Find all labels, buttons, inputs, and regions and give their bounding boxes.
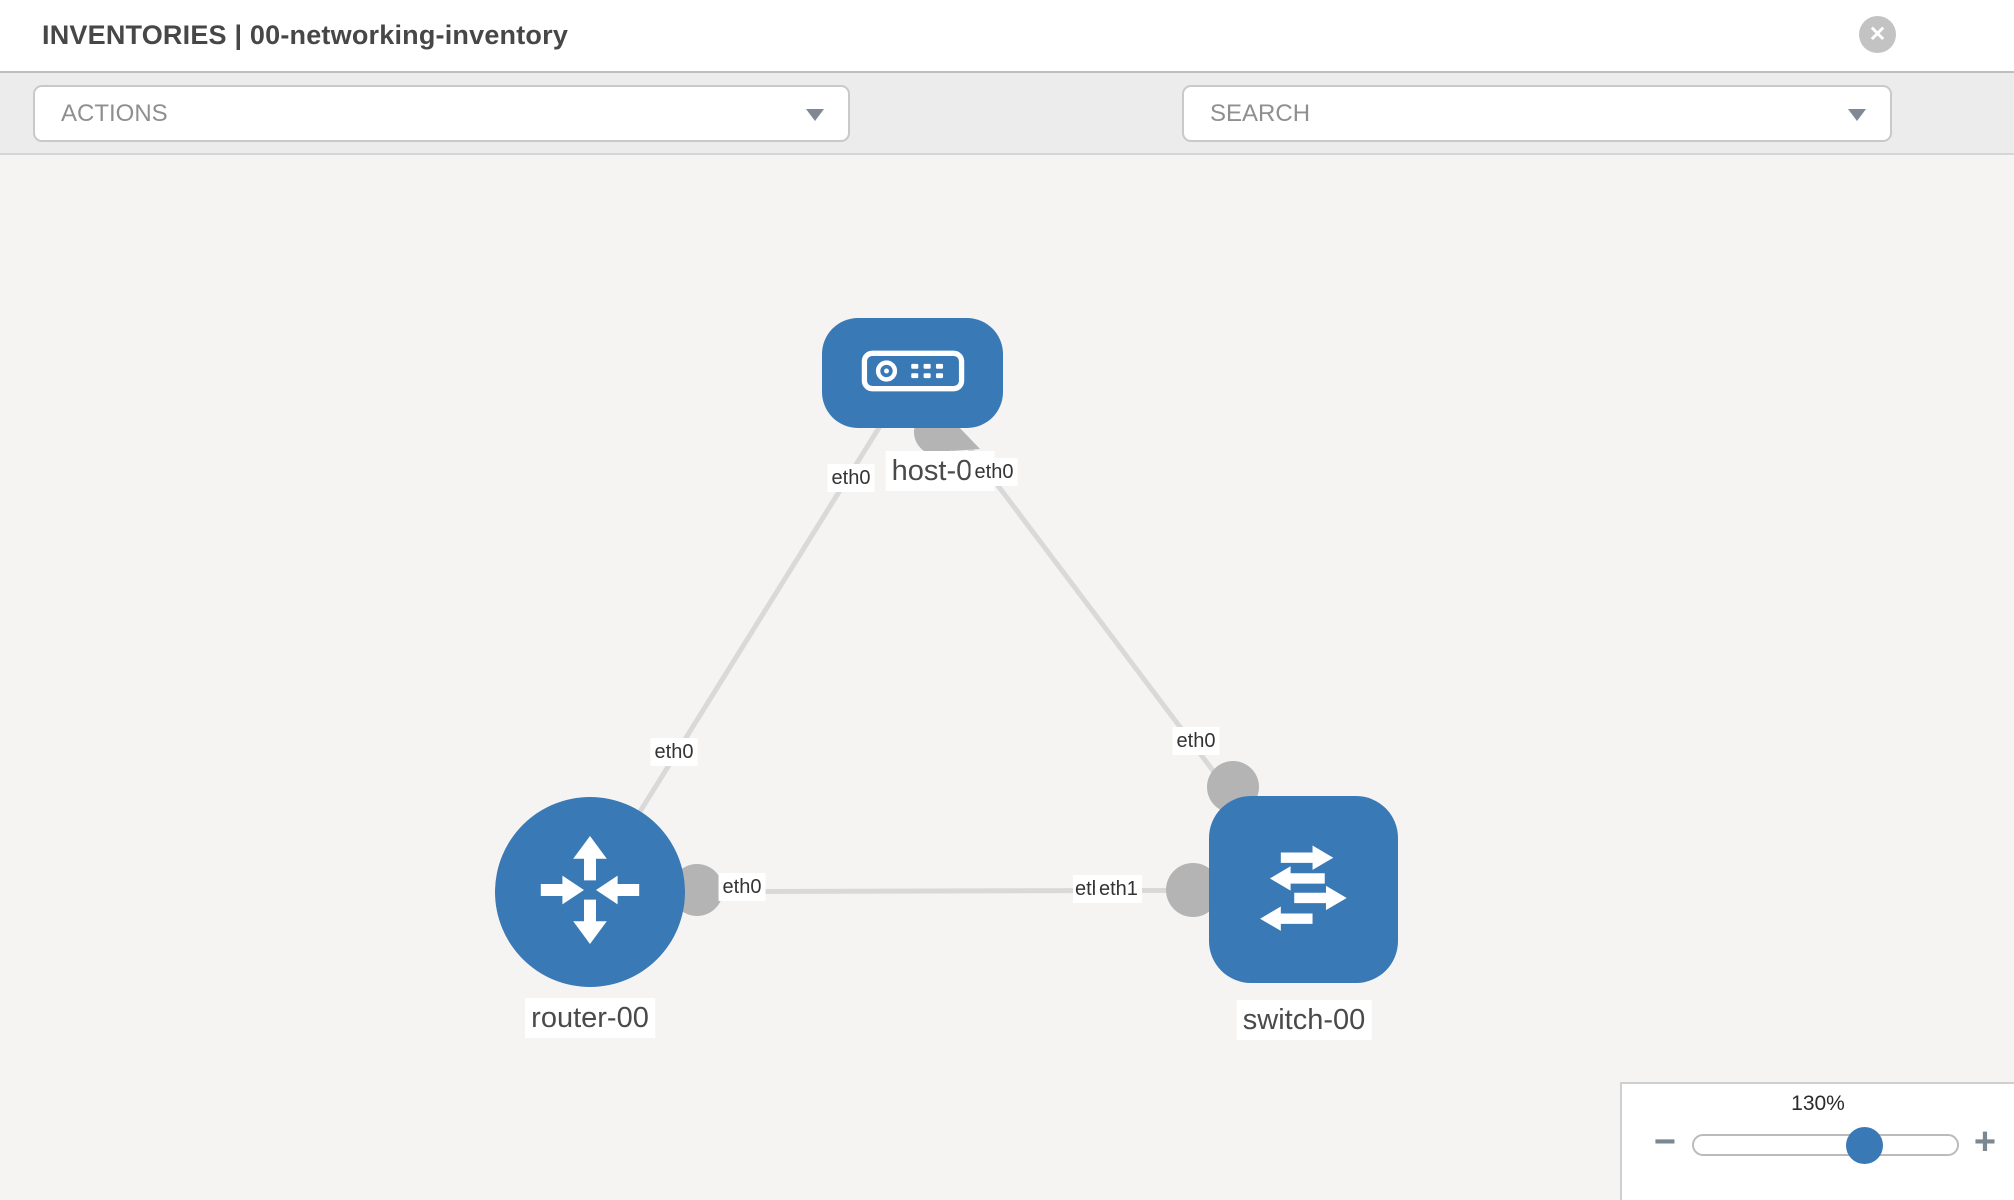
interface-label-switch-left-front: eth1: [1095, 875, 1142, 903]
actions-dropdown[interactable]: ACTIONS: [33, 85, 850, 142]
search-placeholder: SEARCH: [1210, 99, 1311, 127]
switch-icon: [1243, 826, 1365, 953]
node-router-00[interactable]: [495, 797, 685, 987]
title-bar: INVENTORIES | 00-networking-inventory ✕: [0, 0, 2014, 71]
node-host-00[interactable]: [822, 318, 1003, 428]
toolbar: ACTIONS SEARCH: [0, 71, 2014, 200]
link-host-router: [587, 371, 916, 894]
interface-label-router-right: eth0: [718, 873, 766, 901]
interface-label-router-top: eth0: [650, 738, 698, 766]
zoom-slider[interactable]: [1692, 1127, 1959, 1164]
zoom-panel: 130% − +: [1620, 1082, 2014, 1200]
zoom-out-button[interactable]: −: [1653, 1121, 1677, 1163]
router-icon: [530, 830, 650, 955]
interface-label-host-left: eth0: [827, 464, 875, 492]
search-dropdown[interactable]: SEARCH: [1182, 85, 1892, 142]
node-switch-00[interactable]: [1209, 796, 1398, 983]
chevron-down-icon: [1848, 108, 1866, 121]
zoom-slider-thumb[interactable]: [1846, 1127, 1883, 1164]
close-button[interactable]: ✕: [1859, 16, 1896, 53]
port-host-wedge: [951, 426, 980, 451]
actions-dropdown-label: ACTIONS: [61, 99, 168, 127]
interface-label-switch-top: eth0: [1172, 727, 1220, 755]
zoom-in-button[interactable]: +: [1973, 1121, 1997, 1163]
interface-label-switch-left-group: eth0 eth1: [1073, 875, 1142, 903]
interface-label-host-right: eth0: [970, 458, 1018, 486]
chevron-down-icon: [806, 108, 824, 121]
close-icon: ✕: [1868, 23, 1887, 46]
host-icon: [860, 348, 966, 399]
page-title: INVENTORIES | 00-networking-inventory: [42, 20, 569, 50]
interface-label-switch-left-back: eth0: [1073, 875, 1096, 903]
links-layer: [587, 371, 1305, 917]
node-label-switch: switch-00: [1236, 1000, 1372, 1040]
zoom-level: 130%: [1791, 1092, 1845, 1115]
port-circles: [671, 409, 1259, 917]
node-label-router: router-00: [525, 998, 655, 1038]
port-switch-left: [1166, 863, 1220, 917]
topology-canvas[interactable]: host-00 router-00 switch-00 eth0 eth0 et…: [0, 155, 2014, 1200]
